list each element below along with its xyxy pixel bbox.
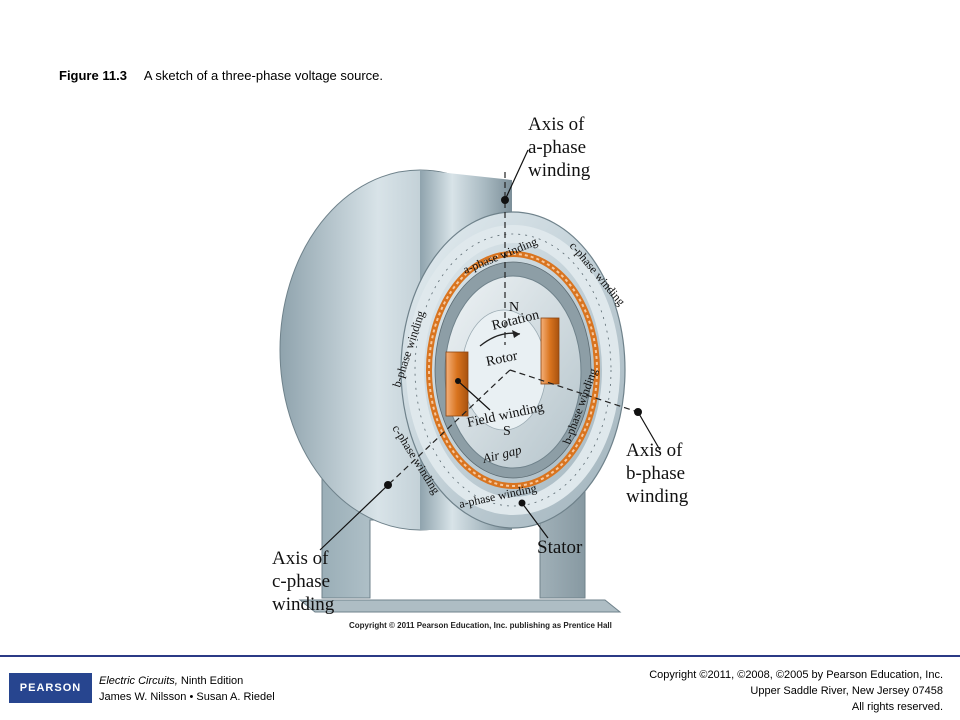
pearson-logo: PEARSON <box>9 673 92 703</box>
stator-leader <box>521 502 549 539</box>
axis-c-label: Axis of c-phase winding <box>272 548 335 615</box>
rotor <box>444 275 582 469</box>
book-edition: Ninth Edition <box>180 675 244 687</box>
art-copyright-notice: Copyright © 2011 Pearson Education, Inc.… <box>349 621 612 630</box>
field-winding-left <box>445 351 469 417</box>
footer-rule <box>0 655 960 657</box>
pearson-logo-text: PEARSON <box>19 682 82 694</box>
copyright-line-2: Upper Saddle River, New Jersey 07458 <box>750 685 943 697</box>
axis-c-line <box>387 369 511 486</box>
book-title: Electric Circuits, <box>99 675 178 687</box>
copyright-block: Copyright ©2011, ©2008, ©2005 by Pearson… <box>649 667 943 715</box>
axis-c-leader <box>319 484 389 551</box>
caption-text: A sketch of a three-phase voltage source… <box>143 68 384 83</box>
north-pole-label: N <box>509 300 519 315</box>
copyright-line-3: All rights reserved. <box>851 701 943 713</box>
rotor-label: Rotor <box>485 349 520 370</box>
leader-lines <box>319 149 661 551</box>
axis-a-leader <box>504 149 529 201</box>
axis-b-label: Axis of b-phase winding <box>626 440 690 507</box>
phase-axes <box>387 172 639 486</box>
axis-b-line <box>509 369 639 413</box>
copyright-line-1: Copyright ©2011, ©2008, ©2005 by Pearson… <box>649 669 943 681</box>
book-authors: James W. Nilsson • Susan A. Riedel <box>99 691 275 703</box>
field-winding-right <box>540 317 560 385</box>
stator-label: Stator <box>537 537 583 558</box>
field-winding-leader <box>457 380 491 411</box>
figure-caption: Figure 11.3 A sketch of a three-phase vo… <box>59 68 383 83</box>
rotation-arrow-icon <box>512 330 520 338</box>
axis-b-leader <box>637 411 661 451</box>
axis-a-label: Axis of a-phase winding <box>528 114 591 181</box>
figure-number: Figure 11.3 <box>59 68 127 83</box>
book-info: Electric Circuits, Ninth Edition James W… <box>99 673 275 705</box>
south-pole-label: S <box>503 424 511 439</box>
